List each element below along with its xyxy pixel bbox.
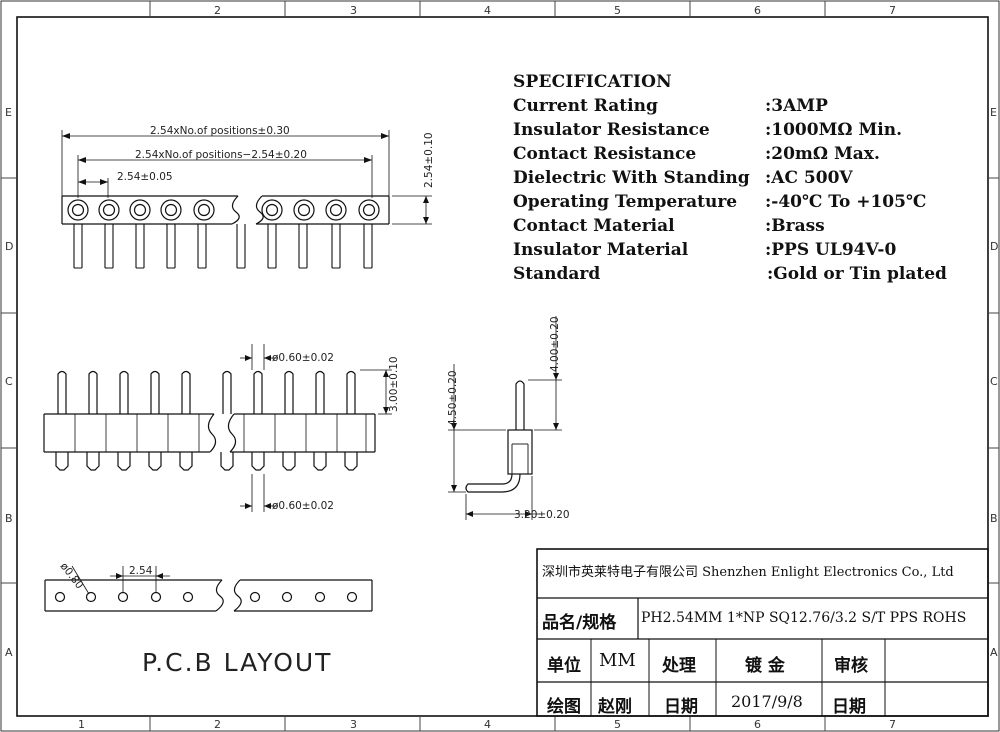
spec-value: :3AMP [765,96,828,116]
unit-value: MM [599,650,636,671]
inner-border [16,16,989,717]
grid-top-5: 5 [614,4,621,17]
grid-top-3: 3 [350,4,357,17]
grid-left-A: A [5,646,13,659]
title-block-frame [536,548,989,717]
spec-value: :20mΩ Max. [765,144,880,164]
dim-side-total: 4.50±0.20 [447,370,459,426]
spec-label: Insulator Material [513,240,689,260]
top-view [61,130,432,269]
spec-row-contact-material: Contact Material :Brass [513,214,983,238]
grid-bottom-6: 6 [754,718,761,731]
spec-row-current-rating: Current Rating :3AMP [513,94,983,118]
spec-value: :AC 500V [765,168,853,188]
spec-row-operating-temperature: Operating Temperature :-40℃ To +105℃ [513,190,983,214]
pcb-layout-title: P.C.B LAYOUT [142,648,333,677]
spec-row-insulator-material: Insulator Material :PPS UL94V-0 [513,238,983,262]
grid-right-A: A [990,646,998,659]
unit-label: 单位 [547,656,581,676]
grid-bottom-3: 3 [350,718,357,731]
grid-left-B: B [5,512,13,525]
dim-pin-dia-bottom: ø0.60±0.02 [272,500,334,512]
spec-row-dielectric: Dielectric With Standing :AC 500V [513,166,983,190]
spec-title: SPECIFICATION [513,72,672,92]
grid-bottom-1: 1 [78,718,85,731]
spec-value: :Gold or Tin plated [767,264,947,284]
grid-top-7: 7 [889,4,896,17]
spec-label: Contact Material [513,216,675,236]
dim-pitch: 2.54±0.05 [117,171,173,183]
specification-block: SPECIFICATION Current Rating :3AMP Insul… [513,70,983,286]
dim-body-height: 2.54±0.10 [423,132,435,188]
dim-pin-dia-top: ø0.60±0.02 [272,352,334,364]
spec-row-standard: Standard :Gold or Tin plated [513,262,983,286]
side-view [448,316,562,520]
product-name-value: PH2.54MM 1*NP SQ12.76/3.2 S/T PPS ROHS [641,610,967,626]
spec-label: Standard [513,264,601,284]
front-view [43,344,392,512]
grid-top-2: 2 [214,4,221,17]
spec-row-contact-resistance: Contact Resistance :20mΩ Max. [513,142,983,166]
product-name-label: 品名/规格 [542,613,617,633]
grid-right-C: C [990,375,998,388]
grid-right-B: B [990,512,998,525]
spec-value: :PPS UL94V-0 [765,240,897,260]
review-date-label: 日期 [832,697,866,717]
spec-label: Operating Temperature [513,192,738,212]
grid-right-E: E [990,106,997,119]
review-label: 审核 [834,656,868,676]
grid-right-D: D [990,240,998,253]
drawn-by-label: 绘图 [547,697,581,717]
spec-label: Contact Resistance [513,144,697,164]
spec-label: Dielectric With Standing [513,168,750,188]
spec-value: :Brass [765,216,825,236]
grid-bottom-7: 7 [889,718,896,731]
drawn-by-value: 赵刚 [598,697,632,717]
spec-value: :1000MΩ Min. [765,120,903,140]
dim-side-top: 4.00±0.20 [549,316,561,372]
date-value: 2017/9/8 [731,692,803,711]
dim-overall-length: 2.54xNo.of positions±0.30 [150,125,290,137]
grid-left-D: D [5,240,13,253]
grid-bottom-5: 5 [614,718,621,731]
dim-inner-length: 2.54xNo.of positions−2.54±0.20 [135,149,307,161]
spec-label: Insulator Resistance [513,120,710,140]
pcb-layout-drawing [44,565,373,612]
grid-top-6: 6 [754,4,761,17]
process-value: 镀 金 [745,656,785,676]
dim-side-bend: 3.20±0.20 [514,509,570,521]
spec-value: :-40℃ To +105℃ [765,192,927,212]
grid-bottom-4: 4 [484,718,491,731]
grid-top-4: 4 [484,4,491,17]
spec-row-insulator-resistance: Insulator Resistance :1000MΩ Min. [513,118,983,142]
date-label: 日期 [664,697,698,717]
spec-label: Current Rating [513,96,658,116]
dim-pcb-pitch: 2.54 [129,565,153,577]
grid-left-E: E [5,106,12,119]
grid-bottom-2: 2 [214,718,221,731]
dim-pcb-hole: ø0.80 [58,560,86,591]
company-name: 深圳市英莱特电子有限公司 Shenzhen Enlight Electronic… [542,565,954,580]
process-label: 处理 [662,656,696,676]
grid-left-C: C [5,375,13,388]
dim-pin-height: 3.00±0.10 [388,356,400,412]
